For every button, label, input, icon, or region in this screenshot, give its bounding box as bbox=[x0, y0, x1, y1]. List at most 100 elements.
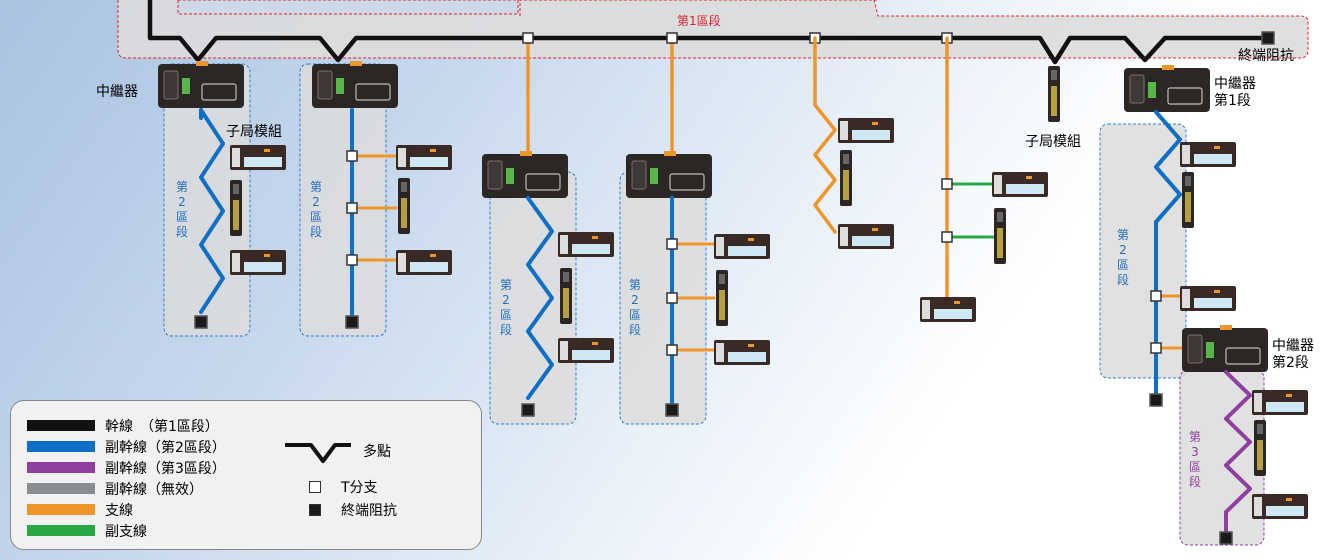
repeater-tab bbox=[196, 61, 208, 66]
slave-module-vertical-terminals bbox=[1257, 440, 1263, 470]
slave-module-vertical-face bbox=[843, 154, 849, 164]
slave-module-vertical-face bbox=[997, 212, 1003, 222]
slave-module-vertical-terminals bbox=[563, 288, 569, 318]
legend-label-invalid: 副幹線（無效） bbox=[105, 481, 203, 498]
repeater-led bbox=[336, 78, 344, 94]
slave-module-label-plate bbox=[1006, 184, 1044, 194]
legend-label-subbranch: 副支線 bbox=[105, 523, 147, 540]
segment2-vertical-label-1: 第2區段 bbox=[175, 180, 188, 239]
slave-module-label-1: 子局模組 bbox=[226, 124, 282, 140]
slave-module-vertical-face bbox=[401, 182, 407, 192]
slave-module-terminal bbox=[398, 148, 406, 167]
repeater-tab bbox=[664, 151, 676, 156]
slave-module-vertical-face bbox=[1185, 176, 1191, 186]
t-branch-node bbox=[522, 32, 534, 44]
segment1-upper-region bbox=[177, 0, 519, 15]
slave-module-indicator bbox=[264, 254, 270, 257]
slave-module-indicator bbox=[592, 342, 598, 345]
slave-module-terminal bbox=[716, 237, 724, 256]
terminator-node bbox=[1261, 31, 1275, 45]
legend-item-subbranch: 副支線 bbox=[27, 522, 147, 540]
repeater-seg2-line2: 第2段 bbox=[1272, 355, 1309, 371]
slave-module-label-plate bbox=[852, 130, 890, 140]
repeater-connector bbox=[1225, 347, 1261, 365]
segment3-region bbox=[1179, 369, 1265, 546]
slave-module-vertical-terminals bbox=[997, 228, 1003, 258]
legend-item-subtrunk3: 副幹線（第3區段） bbox=[27, 459, 226, 477]
repeater-connector bbox=[669, 173, 705, 191]
repeater-port bbox=[631, 160, 647, 190]
slave-module-vertical-terminals bbox=[401, 198, 407, 228]
legend-swatch-subtrunk3 bbox=[27, 462, 95, 473]
slave-module-terminal bbox=[840, 227, 848, 246]
slave-module-terminal bbox=[1182, 145, 1190, 164]
slave-module-vertical-terminals bbox=[1185, 192, 1191, 222]
terminator-icon bbox=[309, 504, 321, 516]
slave-module-terminal bbox=[232, 148, 240, 167]
repeater-port bbox=[1129, 74, 1145, 104]
slave-module-vertical-face bbox=[719, 274, 725, 284]
slave-module-indicator bbox=[592, 236, 598, 239]
segment2-vertical-label-2: 第2區段 bbox=[309, 180, 322, 239]
t-branch-node bbox=[346, 150, 358, 162]
slave-module-terminal bbox=[232, 253, 240, 272]
legend-swatch-trunk bbox=[27, 420, 95, 431]
legend-swatch-subtrunk2 bbox=[27, 441, 95, 452]
slave-module-vertical-terminals bbox=[843, 170, 849, 200]
t-branch-node bbox=[1150, 290, 1162, 302]
slave-module-label-plate bbox=[410, 262, 448, 272]
slave-module-indicator bbox=[872, 122, 878, 125]
repeater-led bbox=[650, 168, 658, 184]
slave-module-vertical-face bbox=[1051, 70, 1057, 80]
t-branch-node bbox=[666, 292, 678, 304]
repeater-led bbox=[182, 78, 190, 94]
repeater-tab bbox=[350, 61, 362, 66]
slave-module-vertical-face bbox=[1257, 424, 1263, 434]
repeater-label-left: 中繼器 bbox=[96, 84, 138, 100]
slave-module-indicator bbox=[1214, 290, 1220, 293]
slave-module-terminal bbox=[1182, 289, 1190, 308]
repeater-seg1-line2: 第1段 bbox=[1214, 93, 1251, 109]
terminator-node bbox=[194, 315, 208, 329]
repeater-tab bbox=[520, 151, 532, 156]
terminator-node bbox=[1149, 393, 1163, 407]
slave-module-vertical-terminals bbox=[233, 200, 239, 230]
slave-module-terminal bbox=[560, 341, 568, 360]
repeater-port bbox=[317, 70, 333, 100]
slave-module-label-plate bbox=[1194, 298, 1232, 308]
repeater-led bbox=[506, 168, 514, 184]
slave-module-indicator bbox=[1286, 498, 1292, 501]
sub-trunk-line-3 bbox=[526, 196, 554, 400]
repeater-seg2-label: 中繼器 第2段 bbox=[1272, 338, 1314, 372]
legend-t-branch-label: T分支 bbox=[341, 480, 378, 496]
segment2-region-5 bbox=[1099, 123, 1187, 379]
slave-module-terminal bbox=[994, 175, 1002, 194]
sub-trunk-line-5 bbox=[1154, 110, 1182, 224]
slave-module-indicator bbox=[748, 238, 754, 241]
legend-item-subtrunk2: 副幹線（第2區段） bbox=[27, 438, 226, 456]
slave-module-vertical-terminals bbox=[719, 290, 725, 320]
repeater-connector bbox=[355, 83, 391, 101]
slave-module-indicator bbox=[430, 254, 436, 257]
slave-module-terminal bbox=[922, 300, 930, 319]
legend-label-subtrunk2: 副幹線（第2區段） bbox=[105, 439, 226, 456]
slave-module-terminal bbox=[398, 253, 406, 272]
slave-module-label-plate bbox=[244, 262, 282, 272]
legend-panel: 幹線 （第1區段） 副幹線（第2區段） 副幹線（第3區段） 副幹線（無效） 支線… bbox=[10, 400, 482, 550]
slave-module-indicator bbox=[1026, 176, 1032, 179]
slave-module-vertical-terminals bbox=[1051, 86, 1057, 116]
terminator-node bbox=[345, 315, 359, 329]
legend-label-trunk: 幹線 （第1區段） bbox=[105, 418, 219, 435]
repeater-seg1-label: 中繼器 第1段 bbox=[1214, 76, 1256, 110]
slave-module-label-plate bbox=[410, 157, 448, 167]
trunk-terminator-label: 終端阻抗 bbox=[1238, 48, 1294, 64]
legend-multidrop-label: 多點 bbox=[363, 444, 391, 460]
slave-module-indicator bbox=[430, 149, 436, 152]
legend-label-subtrunk3: 副幹線（第3區段） bbox=[105, 460, 226, 477]
slave-module-label-plate bbox=[852, 236, 890, 246]
slave-module-vertical-face bbox=[233, 184, 239, 194]
slave-module-vertical-face bbox=[563, 272, 569, 282]
slave-module-label-plate bbox=[728, 246, 766, 256]
